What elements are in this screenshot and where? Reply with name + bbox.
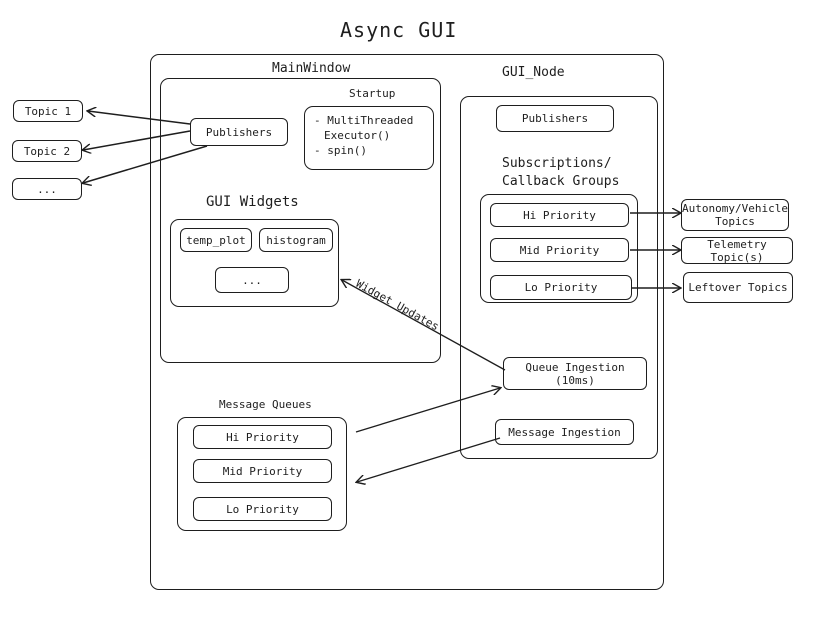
queue-lo-priority: Lo Priority [193,497,332,521]
startup-item-2: Executor() [324,129,391,142]
queue-hi-priority: Hi Priority [193,425,332,449]
outer-container [150,54,664,590]
startup-label: Startup [349,87,396,100]
topic-more: ... [12,178,82,200]
arrow-publishers-topic1 [88,111,191,125]
autonomy-topics-node: Autonomy/Vehicle Topics [681,199,789,231]
message-ingestion-node: Message Ingestion [495,419,634,445]
topic-1: Topic 1 [13,100,83,122]
startup-item-1: - MultiThreaded [314,114,414,127]
main-window-label: MainWindow [272,61,351,76]
subscriptions-label-line1: Subscriptions/ [502,156,612,171]
gui-node-publishers: Publishers [496,105,614,132]
arrow-widget-updates [342,280,506,371]
autonomy-line-2: Topics [715,215,755,228]
arrow-ingestion-queues [357,437,501,482]
main-window-box [160,78,441,363]
callback-groups-box [480,194,638,303]
telemetry-topics-node: Telemetry Topic(s) [681,237,793,264]
subscriptions-label-line2: Callback Groups [502,174,620,189]
queue-ingestion-node: Queue Ingestion (10ms) [503,357,647,390]
gui-node-label: GUI_Node [502,65,565,80]
callback-lo-priority: Lo Priority [490,275,632,300]
widget-temp-plot: temp_plot [180,228,252,252]
gui-widgets-label: GUI Widgets [206,194,299,210]
autonomy-line-1: Autonomy/Vehicle [682,202,788,215]
arrow-queues-ingestion [355,388,500,433]
topic-2: Topic 2 [12,140,82,162]
startup-item-3: - spin() [314,144,367,157]
diagram-title: Async GUI [340,18,458,42]
queue-mid-priority: Mid Priority [193,459,332,483]
message-queues-box [177,417,347,531]
message-queues-label: Message Queues [219,398,312,411]
startup-box [304,106,434,170]
main-publishers-node: Publishers [190,118,288,146]
callback-hi-priority: Hi Priority [490,203,629,227]
widget-more: ... [215,267,289,293]
leftover-topics-node: Leftover Topics [683,272,793,303]
callback-mid-priority: Mid Priority [490,238,629,262]
gui-node-box [460,96,658,459]
gui-widgets-box [170,219,339,307]
arrow-publishers-topic2 [83,130,191,150]
arrow-publishers-topic3 [83,145,208,183]
widget-histogram: histogram [259,228,333,252]
